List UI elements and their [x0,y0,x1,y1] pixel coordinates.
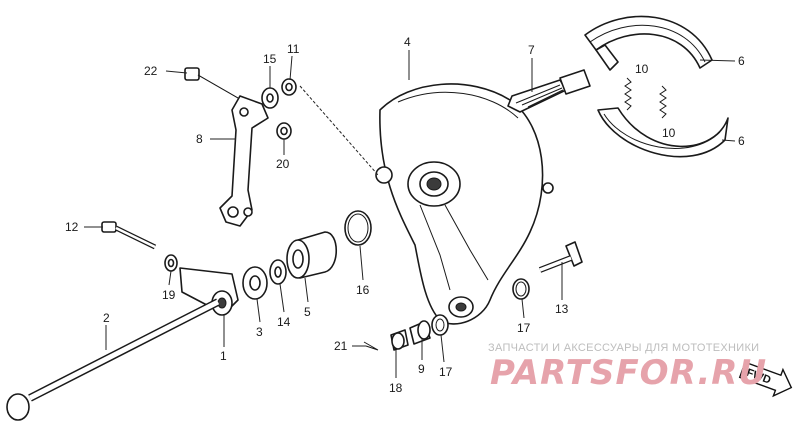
callout-14: 14 [277,315,291,329]
bolt-12 [101,221,157,250]
spacer-3 [242,266,268,300]
watermark-brand: PARTSFOR.RU [490,353,767,393]
brake-shoe-6-lower [597,107,729,158]
callout-6-upper: 6 [738,54,745,68]
brake-shoe-6-upper [584,15,713,71]
brake-panel-4 [375,83,554,325]
callout-12: 12 [65,220,79,234]
nut-11 [281,78,297,96]
o-ring-16 [344,210,372,246]
washer-15 [261,87,279,109]
callout-2: 2 [103,311,110,325]
callout-21: 21 [334,339,348,353]
bolt-13 [538,241,583,273]
watermark-subtitle: ЗАПЧАСТИ И АКСЕССУАРЫ ДЛЯ МОТОТЕХНИКИ [488,342,759,354]
callout-17-lower: 17 [439,365,453,379]
callout-4: 4 [404,35,411,49]
callout-7: 7 [528,43,535,57]
collar-5 [286,231,337,279]
callout-22: 22 [144,64,158,78]
callout-5: 5 [304,305,311,319]
callout-19: 19 [162,288,176,302]
adjuster-arm-1 [179,267,239,316]
seal-17-lower [431,314,449,336]
callout-1: 1 [220,349,227,363]
callout-9: 9 [418,362,425,376]
bushing-9 [409,320,431,345]
brake-arm-8 [219,95,269,227]
leader-lines [84,50,736,378]
callout-3: 3 [256,325,263,339]
callouts: 22 15 11 8 20 4 7 6 10 10 6 12 19 16 2 3… [65,35,745,395]
nut-20 [276,122,292,140]
nut-19 [164,254,178,272]
fwd-arrow-icon [738,361,793,398]
brake-cam-7 [507,69,591,113]
callout-10-upper: 10 [635,62,649,76]
callout-17-right: 17 [517,321,531,335]
bolt-22 [184,67,239,99]
callout-18: 18 [389,381,403,395]
callout-11: 11 [287,42,300,56]
callout-20: 20 [276,157,290,171]
axle-2 [6,298,220,421]
watermark: ЗАПЧАСТИ И АКСЕССУАРЫ ДЛЯ МОТОТЕХНИКИ PA… [488,342,767,393]
callout-8: 8 [196,132,203,146]
castle-nut-18 [390,329,409,351]
cotter-pin-21 [363,341,379,351]
seal-17-right [512,278,530,300]
callout-13: 13 [555,302,569,316]
spring-10-right [659,85,667,119]
fwd-arrow-marker: FWD [738,361,793,398]
callout-6-lower: 6 [738,134,745,148]
washer-14 [269,259,287,285]
callout-15: 15 [263,52,277,66]
spring-10-left [624,77,632,111]
callout-10-lower: 10 [662,126,676,140]
callout-16: 16 [356,283,370,297]
